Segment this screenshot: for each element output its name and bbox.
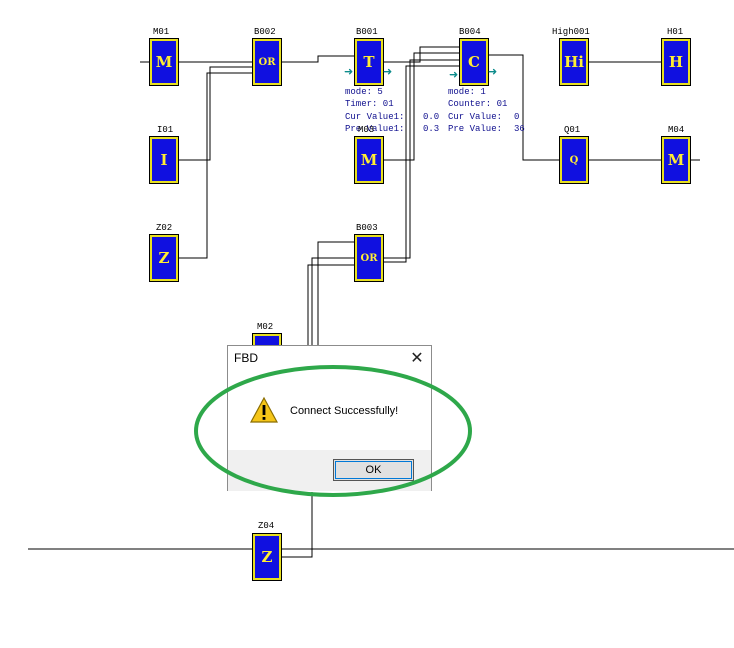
block-label-b004: B004 [459, 27, 481, 37]
block-symbol: I [160, 151, 168, 169]
counter-cur-label: Cur Value: [448, 111, 503, 122]
block-b004[interactable]: C [459, 38, 489, 86]
block-symbol: M [667, 151, 685, 169]
timer-cur-value: 0.0 [423, 111, 440, 122]
block-symbol: Q [569, 154, 579, 166]
block-i01[interactable]: I [149, 136, 179, 184]
block-label-m03: M03 [358, 125, 375, 135]
block-symbol: H [668, 53, 684, 71]
counter-cur-value: 0 [514, 111, 520, 122]
dialog-title: FBD [234, 351, 258, 365]
block-label-z02: Z02 [156, 223, 173, 233]
block-q01[interactable]: Q [559, 136, 589, 184]
block-m01[interactable]: M [149, 38, 179, 86]
block-m03[interactable]: M [354, 136, 384, 184]
arrow-right-icon: ➜ [488, 65, 498, 78]
timer-info-panel: mode: 5 Timer: 01 Cur Value1: Pre Value1… [345, 86, 439, 135]
block-h01[interactable]: H [661, 38, 691, 86]
block-m04[interactable]: M [661, 136, 691, 184]
timer-number: Timer: 01 [345, 99, 394, 110]
block-symbol: C [468, 53, 480, 71]
arrow-right-icon: ➜ [383, 65, 393, 78]
message-dialog[interactable]: FBD ✕ Connect Successfully! OK [227, 345, 432, 491]
block-symbol: OR [258, 56, 276, 68]
counter-number: Counter: 01 [448, 99, 508, 110]
block-label-b002: B002 [254, 27, 276, 37]
block-symbol: Hi [564, 53, 584, 71]
dialog-message: Connect Successfully! [290, 405, 399, 417]
block-label-q01: Q01 [564, 125, 581, 135]
block-label-z04: Z04 [258, 521, 275, 531]
block-label-m01: M01 [153, 27, 170, 37]
block-label-i01: I01 [157, 125, 174, 135]
arrow-right-icon: ➜ [449, 68, 459, 81]
block-label-h01: H01 [667, 27, 684, 37]
counter-pre-label: Pre Value: [448, 123, 503, 134]
block-label-high001: High001 [552, 27, 590, 37]
block-high001[interactable]: Hi [559, 38, 589, 86]
close-icon[interactable]: ✕ [410, 348, 424, 367]
block-symbol: M [360, 151, 378, 169]
counter-info-panel: mode: 1 Counter: 01 Cur Value: Pre Value… [448, 86, 525, 135]
block-b003[interactable]: OR [354, 234, 384, 282]
ok-button[interactable]: OK [333, 459, 414, 481]
block-symbol: Z [158, 249, 170, 267]
block-label-b003: B003 [356, 223, 378, 233]
block-z04[interactable]: Z [252, 533, 282, 581]
block-b002[interactable]: OR [252, 38, 282, 86]
timer-cur-label: Cur Value1: [345, 111, 405, 122]
block-symbol: M [155, 53, 173, 71]
arrow-right-icon: ➜ [344, 65, 354, 78]
block-z02[interactable]: Z [149, 234, 179, 282]
block-symbol: Z [261, 548, 273, 566]
counter-mode: mode: 1 [448, 87, 486, 97]
timer-pre-label: Pre Value1: [345, 123, 405, 134]
block-label-b001: B001 [356, 27, 378, 37]
counter-pre-value: 36 [514, 123, 525, 134]
block-symbol: OR [360, 252, 378, 264]
warning-icon [249, 396, 279, 423]
block-symbol: T [363, 53, 375, 71]
timer-pre-value: 0.3 [423, 123, 440, 134]
block-label-m04: M04 [668, 125, 685, 135]
block-b001[interactable]: T [354, 38, 384, 86]
timer-mode: mode: 5 [345, 87, 383, 97]
block-label-m02: M02 [257, 322, 274, 332]
